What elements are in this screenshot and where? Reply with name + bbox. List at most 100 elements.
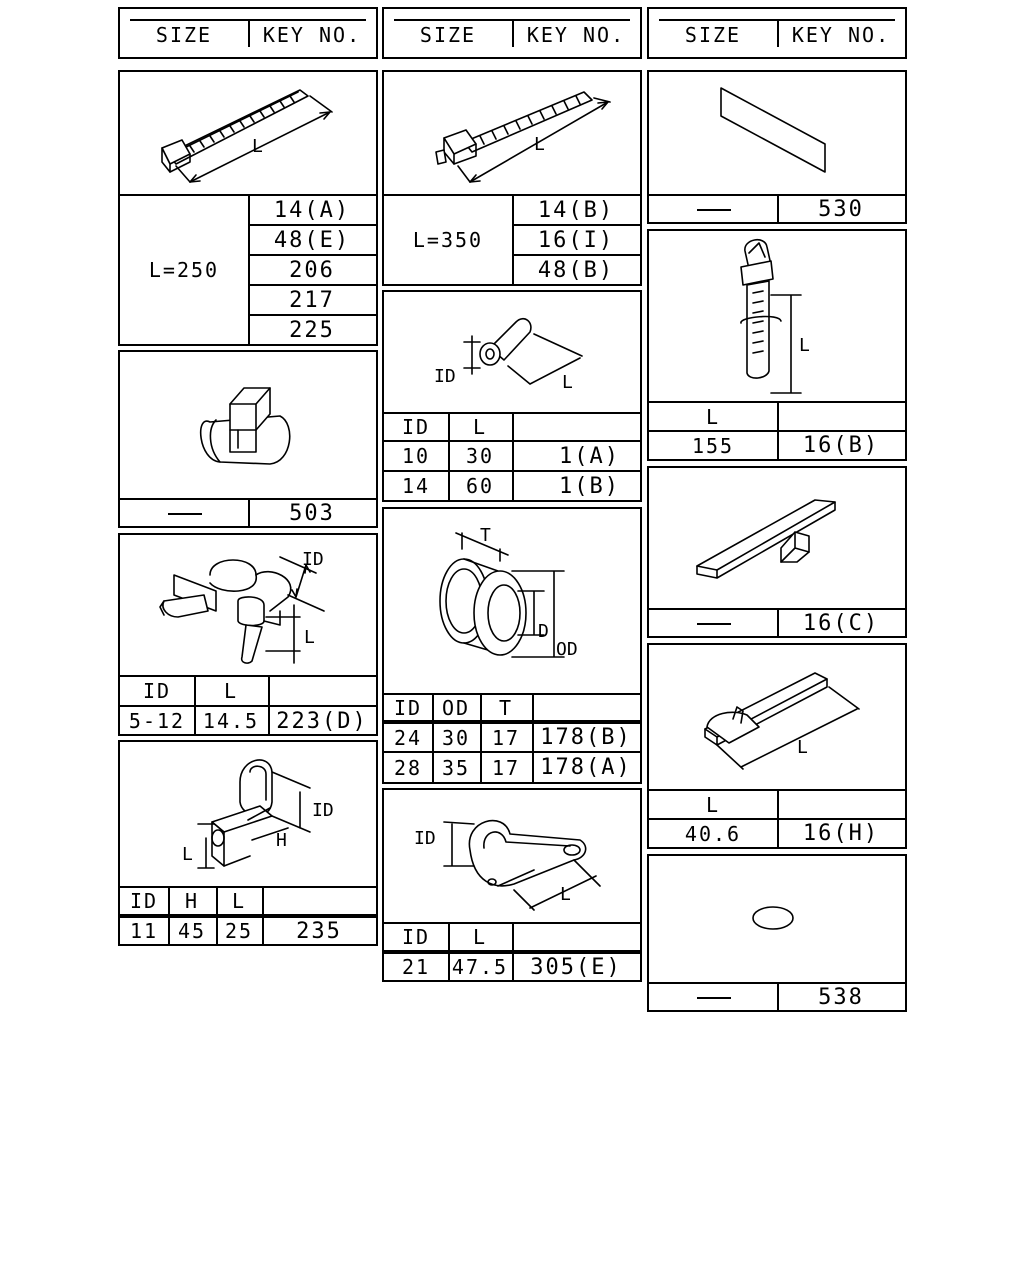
h-value: 45: [177, 919, 207, 943]
col-header: H: [184, 889, 200, 913]
key-no-value: 16(B): [802, 433, 880, 458]
col-header: [777, 402, 905, 431]
cable-tie-illustration: L: [161, 89, 333, 183]
clip-illustration: [199, 387, 291, 465]
col-header: [532, 694, 640, 721]
header-col-3: SIZE KEY NO.: [647, 7, 907, 59]
part-strap-16h: L L 40.6 16(H): [647, 643, 907, 849]
header-col-2: SIZE KEY NO.: [382, 7, 642, 59]
part-clamp-305e: ID L ID L 21 47.5 305(E): [382, 788, 642, 982]
part-strap-16c: 16(C): [647, 466, 907, 638]
id-value: 5-12: [128, 709, 186, 733]
key-no-value: 178(A): [540, 755, 632, 780]
push-tie-illustration: L: [740, 239, 810, 394]
l-value: 155: [691, 433, 735, 458]
key-no-value: 48(B): [537, 257, 615, 283]
key-no-value: 217: [289, 287, 335, 313]
key-no-value: 16(C): [802, 610, 880, 636]
dim-id-label: ID: [312, 800, 334, 821]
l-value: 47.5: [451, 955, 509, 979]
header-size-label: SIZE: [684, 23, 742, 47]
key-no-value: 16(I): [537, 227, 615, 253]
col-header: [777, 790, 905, 819]
key-no-value: 530: [818, 196, 864, 222]
part-clip-503: 503: [118, 350, 378, 528]
strap-illustration: L: [704, 672, 860, 770]
t-value: 17: [491, 755, 521, 780]
col-header: [268, 676, 376, 706]
col-header: L: [705, 404, 721, 429]
key-no-value: 1(A): [559, 443, 620, 469]
part-grommet-178: T D OD ID OD T 24 30 17 178(B) 28 35 17 …: [382, 507, 642, 784]
col-header: L: [472, 925, 488, 949]
id-value: 14: [401, 474, 431, 498]
col-header: [262, 887, 376, 915]
col-header: [512, 413, 640, 441]
clamp-illustration: ID H L: [182, 759, 334, 869]
col-header: ID: [401, 415, 431, 439]
l-value: 60: [465, 474, 495, 498]
part-tie-16b: L L 155 16(B): [647, 229, 907, 461]
col-header: L: [472, 415, 488, 439]
key-no-value: 503: [289, 500, 335, 526]
id-value: 21: [401, 955, 431, 979]
dim-id-label: ID: [434, 366, 456, 387]
key-no-value: 14(B): [537, 197, 615, 223]
key-no-value: 305(E): [530, 954, 622, 980]
header-size-label: SIZE: [419, 23, 477, 47]
dim-h-label: H: [276, 830, 287, 851]
dim-l-label: L: [304, 627, 315, 648]
header-key-label: KEY NO.: [262, 23, 362, 47]
part-cable-tie-250: L L=250 14(A) 48(E) 206 217 225: [118, 70, 378, 346]
col-header: ID: [401, 925, 431, 949]
id-value: 11: [129, 919, 159, 943]
tube-illustration: ID L: [434, 317, 583, 393]
col-header: ID: [129, 889, 159, 913]
grommet-illustration: T D OD: [439, 525, 578, 660]
l-value: 40.6: [684, 821, 742, 846]
clip-illustration: ID L: [159, 549, 325, 664]
dim-l-label: L: [252, 136, 263, 157]
dim-l-label: L: [534, 134, 545, 155]
part-plug-538: 538: [647, 854, 907, 1012]
plug-illustration: [752, 906, 794, 930]
l-value: 25: [224, 919, 254, 943]
no-size-dash: [168, 513, 202, 515]
id-value: 10: [401, 444, 431, 468]
cable-tie-illustration: L: [435, 91, 611, 183]
no-size-dash: [697, 997, 731, 999]
key-no-value: 538: [818, 984, 864, 1010]
key-no-value: 16(H): [802, 821, 880, 846]
key-no-value: 206: [289, 257, 335, 283]
part-tube-1: ID L ID L 10 30 1(A) 14 60 1(B): [382, 290, 642, 502]
key-no-value: 235: [296, 918, 342, 944]
no-size-dash: [697, 623, 731, 625]
size-value: L=350: [412, 228, 484, 252]
dim-l-label: L: [560, 884, 571, 905]
dim-l-label: L: [797, 737, 808, 758]
col-header: [512, 923, 640, 951]
od-value: 30: [441, 725, 471, 750]
part-clip-223d: ID L ID L 5-12 14.5 223(D): [118, 533, 378, 736]
size-value: L=250: [148, 258, 220, 282]
no-size-dash: [697, 209, 731, 211]
header-key-label: KEY NO.: [526, 23, 626, 47]
dim-id-label: ID: [302, 549, 324, 570]
col-header: L: [705, 792, 721, 817]
dim-l-label: L: [799, 335, 810, 356]
id-value: 24: [393, 725, 423, 750]
l-value: 30: [465, 444, 495, 468]
l-value: 14.5: [202, 709, 260, 733]
key-no-value: 223(D): [276, 708, 368, 734]
dim-l-label: L: [182, 844, 193, 865]
clamp-illustration: ID L: [414, 819, 601, 911]
part-clamp-235: ID H L ID H L 11 45 25 235: [118, 740, 378, 946]
header-col-1: SIZE KEY NO.: [118, 7, 378, 59]
col-header: L: [223, 679, 239, 703]
dim-od-label: OD: [556, 639, 578, 660]
part-tape-530: 530: [647, 70, 907, 224]
id-value: 28: [393, 755, 423, 780]
col-header: T: [498, 695, 514, 720]
strap-illustration: [696, 499, 836, 579]
key-no-value: 1(B): [559, 473, 620, 499]
